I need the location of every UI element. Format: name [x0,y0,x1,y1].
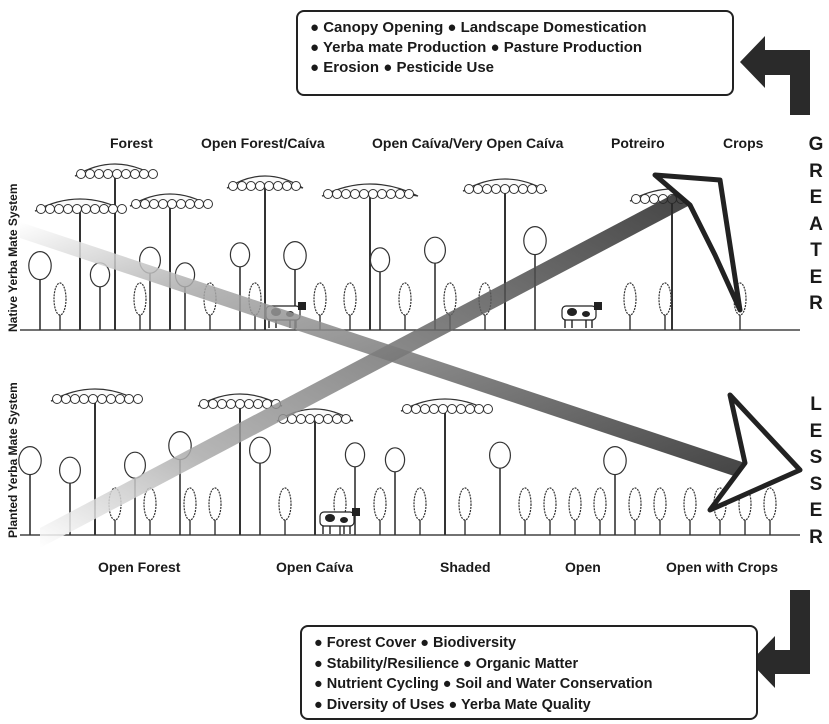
planted-label-open-with-crops: Open with Crops [666,559,778,575]
broadleaf-tree [384,447,406,535]
lesser-scale-label: L E S S E R [806,392,826,551]
arrow-greater [40,172,743,548]
yerba-mate-plant [763,487,777,535]
lesser-letter: E [809,420,823,442]
yerba-mate-plant [593,487,607,535]
row-label-native: Native Yerba Mate System [6,183,20,332]
broadleaf-tree [28,251,52,330]
greater-letter: R [809,293,823,314]
yerba-mate-plant [413,487,427,535]
lesser-letter: S [809,473,823,495]
planted-label-open-forest: Open Forest [98,559,181,575]
cow-illustration [319,508,360,534]
yerba-mate-plant [543,487,557,535]
araucaria-tree [129,193,213,330]
greater-letter: E [809,187,823,208]
yerba-mate-plant [658,282,672,330]
yerba-mate-plant [373,487,387,535]
broadleaf-tree [344,442,366,535]
araucaria-tree [74,163,158,330]
yerba-mate-plant [343,282,357,330]
greater-letter: G [808,134,824,155]
broadleaf-tree [249,436,272,535]
lesser-factors-line: ● Diversity of Uses ● Yerba Mate Quality [314,696,591,713]
planted-label-open-caiva: Open Caíva [276,559,354,575]
lesser-letter: S [809,447,823,468]
broadleaf-tree [168,431,192,535]
lesser-corner-arrow [750,590,810,688]
lesser-letter: R [809,526,823,548]
arrow-greater-head [652,172,743,313]
araucaria-tree [400,398,493,535]
yerba-mate-plant [683,487,697,535]
broadleaf-tree [489,441,512,535]
greater-letter: R [809,160,823,182]
lesser-factors-line: ● Nutrient Cycling ● Soil and Water Cons… [314,676,653,692]
yerba-mate-plant [518,487,532,535]
yerba-mate-plant [458,487,472,535]
greater-scale-label: G R E A T E R [806,132,826,318]
broadleaf-tree [18,446,42,535]
araucaria-tree [34,198,127,330]
yerba-mate-plant [133,282,147,330]
greater-corner-arrow [740,36,810,115]
lesser-letter: E [809,500,823,521]
yerba-mate-plant [143,487,157,535]
arrow-lesser-head [707,392,803,513]
greater-factors-box: ● Canopy Opening ● Landscape Domesticati… [296,10,734,96]
araucaria-tree [321,183,419,330]
lesser-factors-box: ● Forest Cover ● Biodiversity ● Stabilit… [300,625,758,720]
yerba-mate-plant [628,487,642,535]
lesser-factors-line: ● Forest Cover ● Biodiversity [314,635,517,651]
broadleaf-tree [424,236,447,330]
broadleaf-tree [369,247,391,330]
yerba-mate-plant [653,487,667,535]
arrow-greater-shaft [40,188,690,548]
broadleaf-tree [229,242,251,330]
lesser-factors-line: ● Stability/Resilience ● Organic Matter [314,655,579,672]
broadleaf-tree [89,262,111,330]
yerba-mate-plant [623,282,637,330]
greater-factors-line: ● Yerba mate Production ● Pasture Produc… [310,39,643,56]
native-label-open-caiva: Open Caíva/Very Open Caíva [372,135,564,151]
araucaria-tree [50,388,143,535]
planted-label-open: Open [565,559,601,575]
yerba-mate-plant [568,487,582,535]
greater-letter: E [809,266,823,288]
row-label-planted: Planted Yerba Mate System [6,382,20,538]
greater-letter: T [810,240,822,261]
native-label-potreiro: Potreiro [611,135,665,151]
planted-label-shaded: Shaded [440,559,491,575]
araucaria-tree [462,178,548,330]
native-label-open-forest: Open Forest/Caíva [201,135,325,151]
greater-factors-line: ● Erosion ● Pesticide Use [310,59,495,76]
arrow-lesser [20,222,803,513]
planted-vegetation [18,388,777,535]
broadleaf-tree [174,262,196,330]
greater-letter: A [809,213,823,235]
yerba-mate-plant [398,282,412,330]
native-label-forest: Forest [110,135,153,151]
lesser-letter: L [810,394,822,415]
broadleaf-tree [523,226,547,330]
native-label-crops: Crops [723,135,764,151]
cow-illustration [561,302,602,328]
araucaria-tree [197,393,283,535]
yerba-mate-plant [208,487,222,535]
araucaria-tree [226,175,304,330]
yerba-mate-plant [278,487,292,535]
arrow-lesser-shaft [20,222,745,478]
yerba-mate-plant [183,487,197,535]
native-vegetation [28,163,747,330]
broadleaf-tree [603,446,627,535]
greater-factors-line: ● Canopy Opening ● Landscape Domesticati… [310,19,647,36]
yerba-mate-plant [53,282,67,330]
araucaria-tree [276,408,354,535]
